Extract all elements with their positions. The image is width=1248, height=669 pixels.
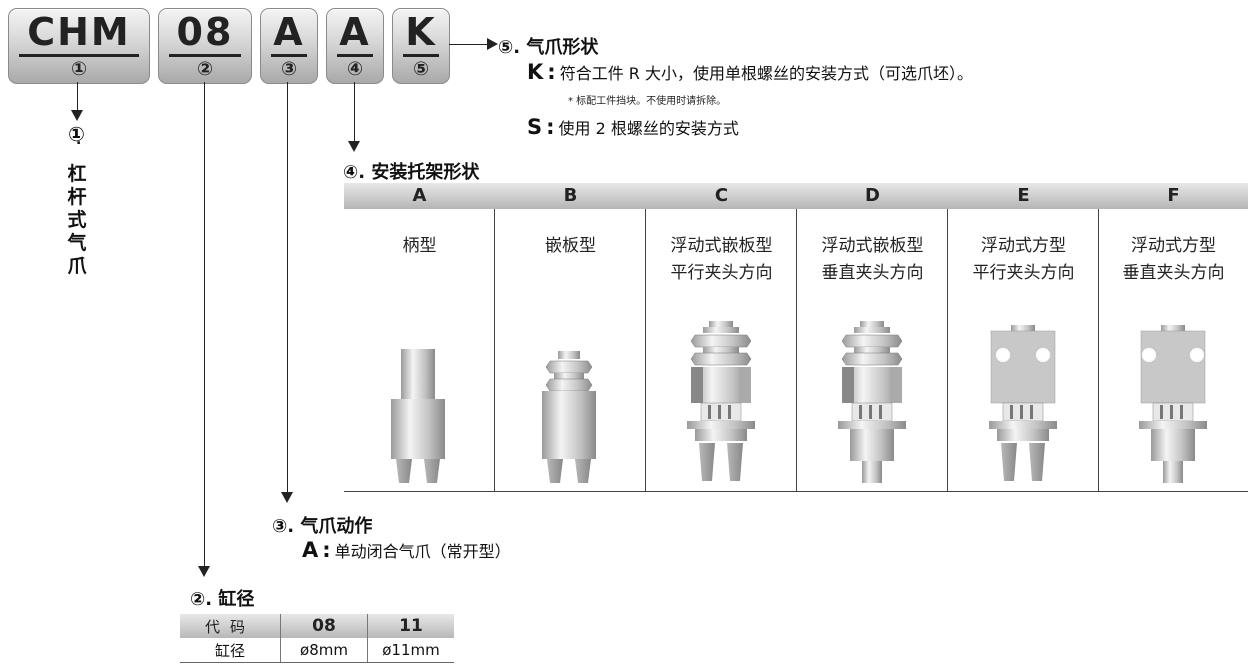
- option-key: S: [527, 115, 543, 139]
- code-number: ③: [280, 58, 298, 80]
- name-line: 浮动式方型: [1131, 236, 1216, 256]
- code-letters: CHM: [27, 10, 131, 54]
- code-number: ④: [346, 58, 364, 80]
- name-line: 浮动式嵌板型: [821, 236, 924, 256]
- code-box-action: A ③: [260, 8, 318, 84]
- code-letters: 08: [176, 10, 234, 54]
- connector-4: [354, 82, 355, 141]
- section5-option-s: S:使用 2 根螺丝的安装方式: [527, 115, 739, 139]
- mount-col-d-name: 浮动式嵌板型 垂直夹头方向: [797, 233, 948, 287]
- arrow-down-icon: [71, 110, 83, 121]
- name-line: 平行夹头方向: [670, 263, 773, 283]
- code-letters: K: [405, 10, 437, 54]
- code-letters: A: [339, 10, 371, 54]
- mount-table-header: [344, 183, 1248, 209]
- gripper-floating-square-vertical-illustration: [1139, 325, 1207, 483]
- connector-2: [204, 82, 205, 566]
- section3-title: ③. 气爪动作: [272, 516, 373, 537]
- option-key: K: [527, 60, 544, 84]
- mount-col-c-name: 浮动式嵌板型 平行夹头方向: [646, 233, 797, 287]
- col-divider: [645, 209, 646, 492]
- mount-col-f-name: 浮动式方型 垂直夹头方向: [1099, 233, 1248, 287]
- mount-shape-table: A B C D E F 柄型 嵌板型 浮动式嵌板型 平行夹头方向 浮动式嵌板型 …: [344, 183, 1248, 492]
- mount-col-c-head: C: [714, 185, 729, 206]
- code-box-series: CHM ①: [8, 8, 150, 84]
- option-key: A: [302, 538, 319, 562]
- code-box-bore: 08 ②: [158, 8, 252, 84]
- section4-title: ④. 安装托架形状: [343, 162, 480, 183]
- bore-value-11: ø11mm: [367, 638, 454, 663]
- code-underline: [271, 54, 307, 57]
- option-colon: :: [547, 60, 556, 84]
- code-underline: [403, 54, 439, 57]
- name-line: 浮动式嵌板型: [670, 236, 773, 256]
- connector-5: [449, 44, 489, 45]
- gripper-floating-panel-parallel-illustration: [687, 321, 755, 481]
- code-underline: [337, 54, 373, 57]
- code-underline: [19, 54, 139, 57]
- name-line: 浮动式方型: [981, 236, 1066, 256]
- bore-label: 缸径: [180, 638, 281, 663]
- bore-header-code: 代码: [180, 614, 281, 638]
- arrow-down-icon: [281, 492, 293, 503]
- option-text: 符合工件 R 大小，使用单根螺丝的安装方式（可选爪坯）。: [559, 64, 973, 83]
- table-bottom-border: [344, 491, 1248, 492]
- table-row: 缸径 ø8mm ø11mm: [180, 638, 454, 663]
- gripper-floating-panel-vertical-illustration: [838, 321, 906, 483]
- section1-title: 杠杆式气爪: [67, 163, 87, 277]
- col-divider: [1098, 209, 1099, 492]
- section5-title: ⑤. 气爪形状: [498, 37, 599, 58]
- gripper-floating-square-parallel-illustration: [989, 325, 1057, 481]
- option-colon: :: [322, 538, 331, 562]
- code-letters: A: [273, 10, 305, 54]
- name-line: 平行夹头方向: [972, 263, 1075, 283]
- col-divider: [947, 209, 948, 492]
- code-box-mount: A ④: [326, 8, 384, 84]
- section1-dot: .: [76, 132, 82, 148]
- arrow-down-icon: [348, 141, 360, 152]
- mount-col-b-name: 嵌板型: [495, 233, 646, 260]
- code-number: ⑤: [412, 58, 430, 80]
- name-line: 柄型: [402, 236, 437, 256]
- code-number: ②: [196, 58, 214, 80]
- col-divider: [796, 209, 797, 492]
- mount-col-f-head: F: [1167, 185, 1180, 206]
- connector-3: [287, 82, 288, 492]
- code-box-jaw: K ⑤: [392, 8, 450, 84]
- mount-col-a-head: A: [412, 185, 427, 206]
- gripper-panel-illustration: [542, 351, 596, 483]
- col-divider: [494, 209, 495, 492]
- bore-header-11: 11: [367, 614, 454, 638]
- option-colon: :: [546, 115, 555, 139]
- name-line: 垂直夹头方向: [1122, 263, 1225, 283]
- bore-table-header: 代码 08 11: [180, 614, 454, 638]
- bore-value-08: ø8mm: [280, 638, 368, 663]
- gripper-shank-illustration: [391, 349, 445, 483]
- name-line: 垂直夹头方向: [821, 263, 924, 283]
- section3-option-a: A:单动闭合气爪（常开型）: [302, 538, 511, 562]
- mount-col-a-name: 柄型: [344, 233, 495, 260]
- arrow-down-icon: [198, 566, 210, 577]
- code-number: ①: [70, 58, 88, 80]
- mount-col-e-head: E: [1017, 185, 1030, 206]
- section2-title: ②. 缸径: [190, 589, 255, 610]
- connector-1: [77, 82, 78, 110]
- mount-col-d-head: D: [865, 185, 880, 206]
- bore-header-08: 08: [280, 614, 368, 638]
- section5-option-k: K:符合工件 R 大小，使用单根螺丝的安装方式（可选爪坯）。: [527, 60, 973, 84]
- option-text: 单动闭合气爪（常开型）: [334, 542, 511, 561]
- code-underline: [169, 54, 241, 57]
- bore-table: 代码 08 11 缸径 ø8mm ø11mm: [180, 614, 454, 663]
- section5-note: * 标配工件挡块。不使用时请拆除。: [568, 96, 727, 107]
- option-text: 使用 2 根螺丝的安装方式: [558, 119, 739, 138]
- mount-col-b-head: B: [563, 185, 578, 206]
- arrow-right-icon: [487, 38, 498, 50]
- mount-col-e-name: 浮动式方型 平行夹头方向: [948, 233, 1099, 287]
- section1-number: ①: [68, 122, 85, 146]
- name-line: 嵌板型: [545, 236, 596, 256]
